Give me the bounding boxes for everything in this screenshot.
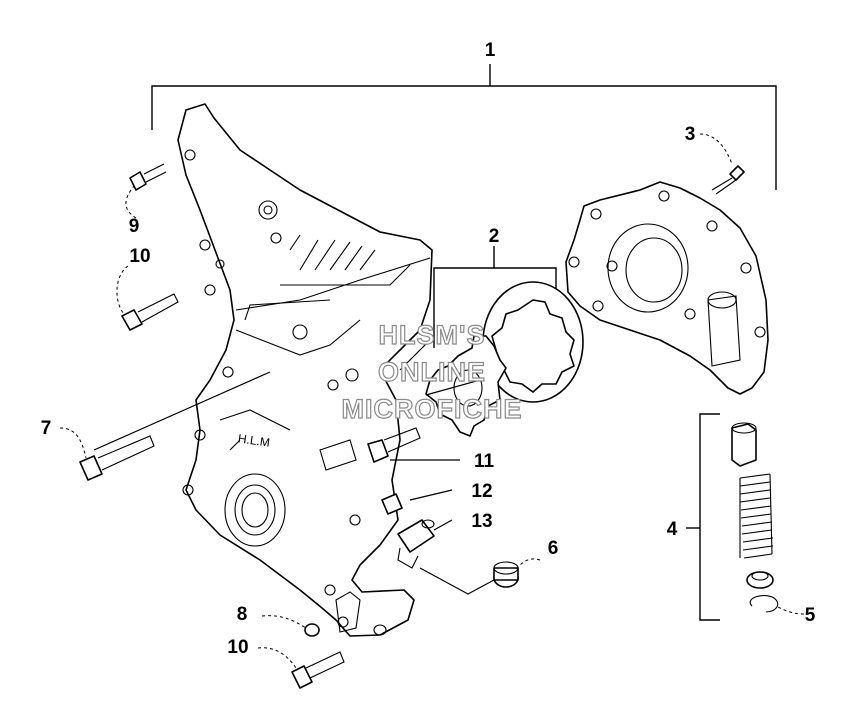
callout-10-lower: 10 bbox=[227, 637, 248, 658]
callout-labels: 1 2 3 4 5 6 7 8 9 10 10 11 12 13 bbox=[41, 40, 816, 658]
callout-13: 13 bbox=[471, 511, 492, 532]
callout-10-upper: 10 bbox=[129, 246, 150, 267]
nut-item-8 bbox=[304, 623, 320, 637]
watermark-line-1: HLSM'S bbox=[379, 320, 486, 350]
callout-11: 11 bbox=[474, 451, 495, 472]
bolt-item-10-upper bbox=[121, 293, 179, 331]
bolt-item-10-lower bbox=[291, 651, 345, 689]
callout-4: 4 bbox=[667, 519, 678, 540]
bolt-item-7 bbox=[79, 435, 155, 481]
callout-8: 8 bbox=[237, 604, 248, 625]
pump-rotor-set bbox=[425, 246, 584, 437]
pump-cover bbox=[565, 181, 769, 395]
callout-12: 12 bbox=[471, 481, 492, 502]
callout-2: 2 bbox=[489, 226, 500, 247]
watermark-line-3: MICROFICHE bbox=[342, 394, 523, 424]
watermark: HLSM'S ONLINE MICROFICHE bbox=[341, 319, 523, 424]
cover-stamp-text: H.L.M bbox=[237, 431, 271, 449]
dowel-item-12 bbox=[381, 493, 403, 515]
bolt-item-3 bbox=[711, 165, 745, 195]
front-cover bbox=[177, 103, 433, 637]
callout-5: 5 bbox=[805, 605, 816, 626]
callout-7: 7 bbox=[41, 418, 52, 439]
callout-6: 6 bbox=[548, 538, 559, 559]
callout-3: 3 bbox=[685, 124, 696, 145]
callout-1: 1 bbox=[485, 40, 496, 61]
relief-valve-group bbox=[686, 413, 779, 621]
plug-item-6 bbox=[493, 561, 519, 588]
assembly-bracket-1 bbox=[151, 64, 777, 190]
bolt-item-9 bbox=[129, 163, 167, 191]
callout-9: 9 bbox=[129, 216, 140, 237]
oil-pressure-sender-item-13 bbox=[397, 519, 435, 569]
watermark-line-2: ONLINE bbox=[378, 357, 486, 387]
bolt-item-11 bbox=[367, 427, 421, 463]
leader-lines bbox=[59, 133, 805, 669]
